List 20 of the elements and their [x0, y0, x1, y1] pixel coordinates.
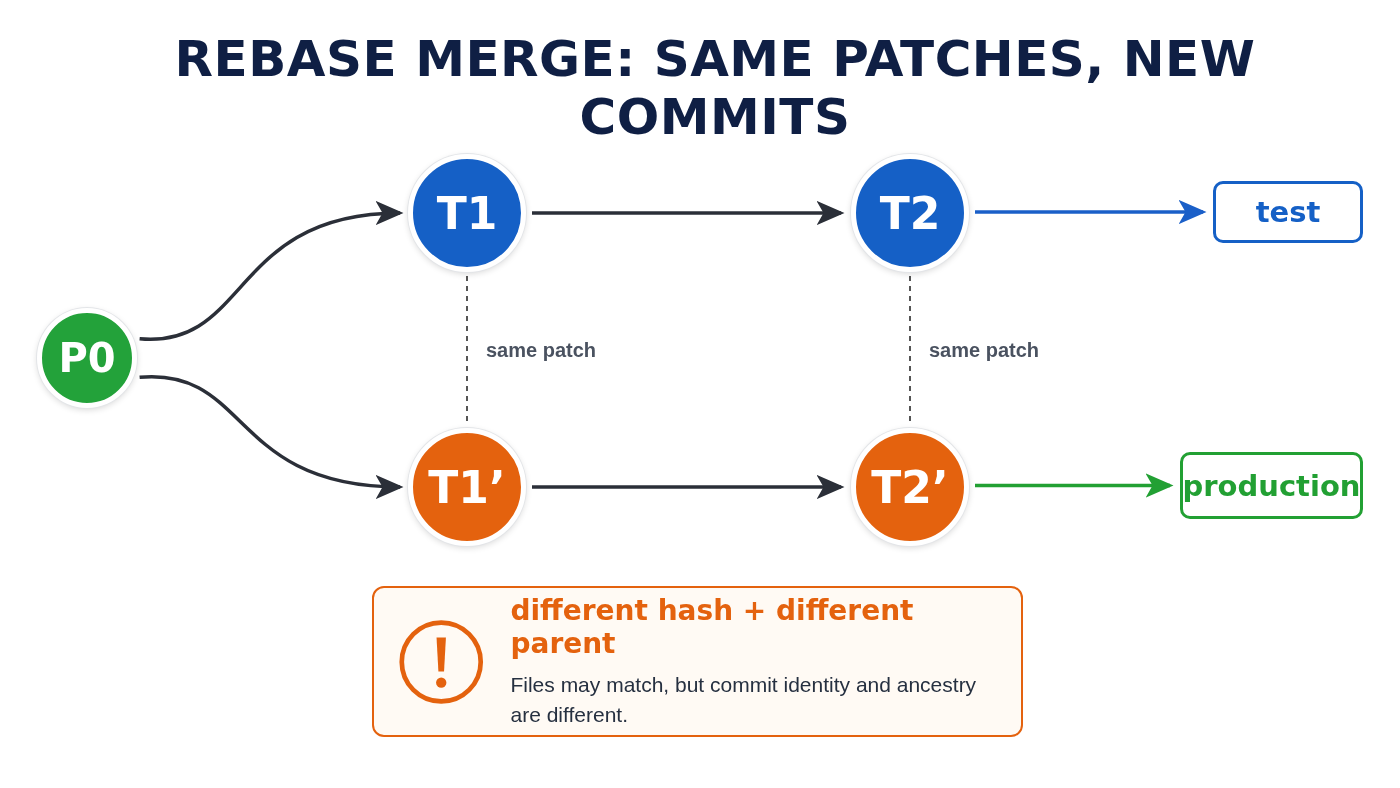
arrow	[975, 199, 1207, 225]
commit-label: T1’	[428, 461, 506, 513]
commit-label: T2	[879, 187, 941, 239]
arrow	[532, 200, 845, 226]
callout-text: Files may match, but commit identity and ancestry are different.	[510, 671, 978, 728]
arrow	[975, 473, 1174, 498]
branch-name: test	[1255, 195, 1321, 229]
callout-heading: different hash + different parent	[510, 593, 915, 660]
commit-label: T1	[436, 187, 498, 239]
arrow	[139, 375, 404, 498]
branch-box	[1180, 452, 1363, 519]
arrow	[532, 474, 845, 500]
arrow	[139, 202, 404, 341]
commit-label: P0	[58, 335, 116, 381]
branch-box	[1213, 181, 1363, 243]
branch-name: production	[1182, 468, 1361, 503]
title: REBASE MERGE: SAME PATCHES, NEW COMMITS	[173, 30, 1257, 146]
commit-circle	[37, 308, 137, 408]
warning-callout	[372, 586, 1023, 737]
commit-label: T2’	[871, 461, 949, 513]
